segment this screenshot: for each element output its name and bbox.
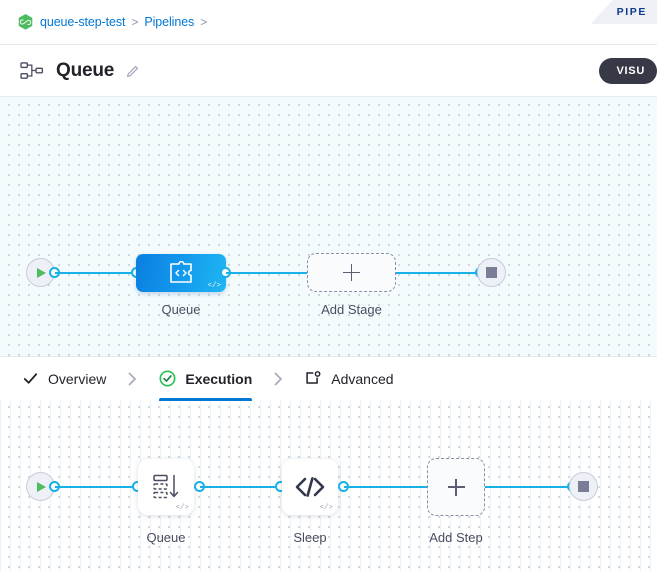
tab-overview[interactable]: Overview	[22, 357, 106, 401]
queue-list-icon	[153, 474, 179, 499]
add-step-button[interactable]	[427, 458, 485, 516]
edge-start-to-queue-step	[55, 485, 138, 488]
add-stage-button[interactable]	[307, 253, 396, 292]
stop-icon	[578, 481, 589, 492]
step-end-node[interactable]	[569, 472, 598, 501]
edge-sleep-to-addstep	[344, 485, 428, 488]
add-step-label: Add Step	[429, 530, 483, 545]
page-title: Queue	[56, 59, 115, 81]
chevron-right-icon	[128, 372, 137, 385]
stage-node-queue-label: Queue	[161, 302, 201, 317]
stage-code-badge: </>	[207, 282, 221, 290]
pipeline-ribbon-label: PIPE	[616, 6, 647, 18]
breadcrumb-separator: >	[200, 15, 208, 29]
step-node-sleep[interactable]: </>	[282, 459, 338, 515]
pipeline-nodes-icon	[20, 61, 44, 79]
add-stage-label: Add Stage	[321, 302, 382, 317]
tab-execution[interactable]: Execution	[159, 357, 252, 401]
play-icon	[37, 267, 46, 278]
breadcrumb: queue-step-test > Pipelines >	[0, 0, 657, 45]
tab-overview-label: Overview	[48, 370, 107, 387]
stage-code-icon	[170, 261, 192, 283]
check-circle-icon	[159, 370, 176, 387]
harness-logo-icon	[18, 14, 33, 30]
stage-node-queue[interactable]: </>	[136, 254, 226, 292]
tab-execution-label: Execution	[185, 370, 253, 387]
step-code-badge: </>	[319, 504, 333, 512]
pipeline-end-node[interactable]	[477, 258, 506, 287]
tab-advanced[interactable]: Advanced	[305, 357, 394, 401]
breadcrumb-item-pipelines[interactable]: Pipelines	[144, 15, 195, 29]
edge-addstage-to-end	[396, 271, 482, 274]
step-code-badge: </>	[175, 504, 189, 512]
edge-start-to-queue	[55, 271, 138, 274]
code-brackets-icon	[295, 477, 325, 497]
step-node-sleep-label: Sleep	[293, 530, 327, 545]
steps-canvas[interactable]: </> Queue </> Sleep Add Step	[0, 400, 657, 571]
step-node-queue[interactable]: </>	[138, 459, 194, 515]
plus-icon-vertical	[455, 478, 457, 496]
breadcrumb-separator: >	[131, 15, 139, 29]
pipeline-ribbon-tab[interactable]: PIPE	[590, 0, 657, 24]
advanced-gear-box-icon	[306, 371, 321, 384]
edge-queue-to-sleep	[200, 485, 277, 488]
step-config-tabs: Overview Execution Advanced	[0, 356, 657, 401]
step-node-queue-label: Queue	[146, 530, 186, 545]
visual-yaml-toggle[interactable]: VISU	[598, 58, 657, 84]
chevron-right-icon	[274, 372, 283, 385]
pencil-icon[interactable]	[126, 64, 140, 78]
plus-icon-vertical	[350, 264, 353, 281]
stages-canvas[interactable]: </> Queue Add Stage	[0, 97, 657, 356]
tab-advanced-label: Advanced	[331, 370, 394, 387]
stop-icon	[486, 267, 497, 278]
breadcrumb-item-project[interactable]: queue-step-test	[40, 15, 126, 29]
edge-queue-to-addstage	[226, 271, 308, 274]
check-icon	[23, 373, 38, 384]
visual-mode-label: VISU	[616, 65, 645, 77]
edge-addstep-to-end	[485, 485, 573, 488]
page-header: Queue	[0, 45, 657, 97]
play-icon	[37, 481, 46, 492]
